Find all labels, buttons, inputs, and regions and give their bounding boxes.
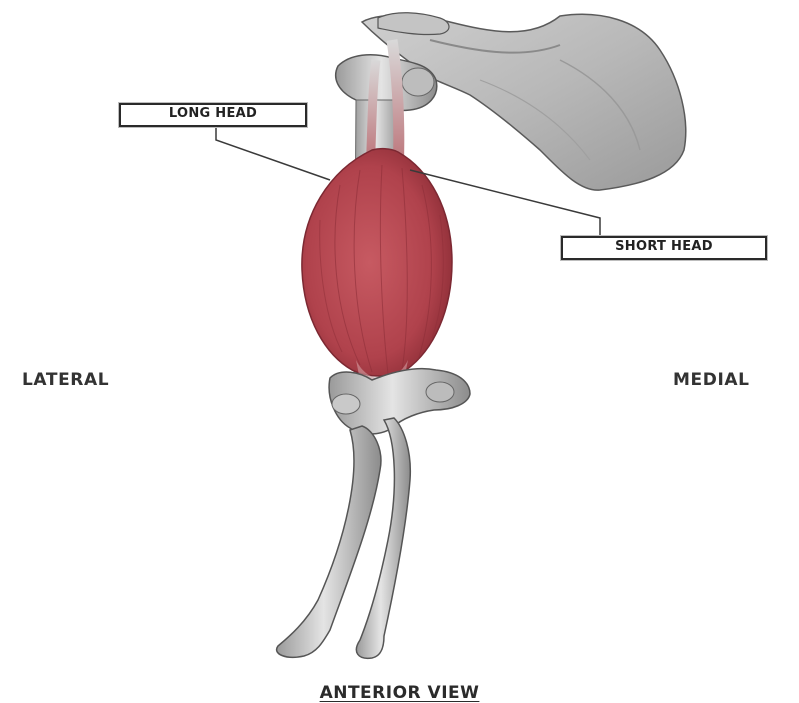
short-head-label: SHORT HEAD	[561, 236, 767, 260]
radius	[277, 426, 381, 657]
medial-label: MEDIAL	[673, 370, 799, 390]
long-head-label: LONG HEAD	[119, 103, 307, 127]
long-head-leader	[216, 123, 330, 180]
biceps-muscle	[302, 149, 452, 400]
lateral-label: LATERAL	[22, 370, 109, 390]
view-caption: ANTERIOR VIEW	[0, 683, 799, 703]
